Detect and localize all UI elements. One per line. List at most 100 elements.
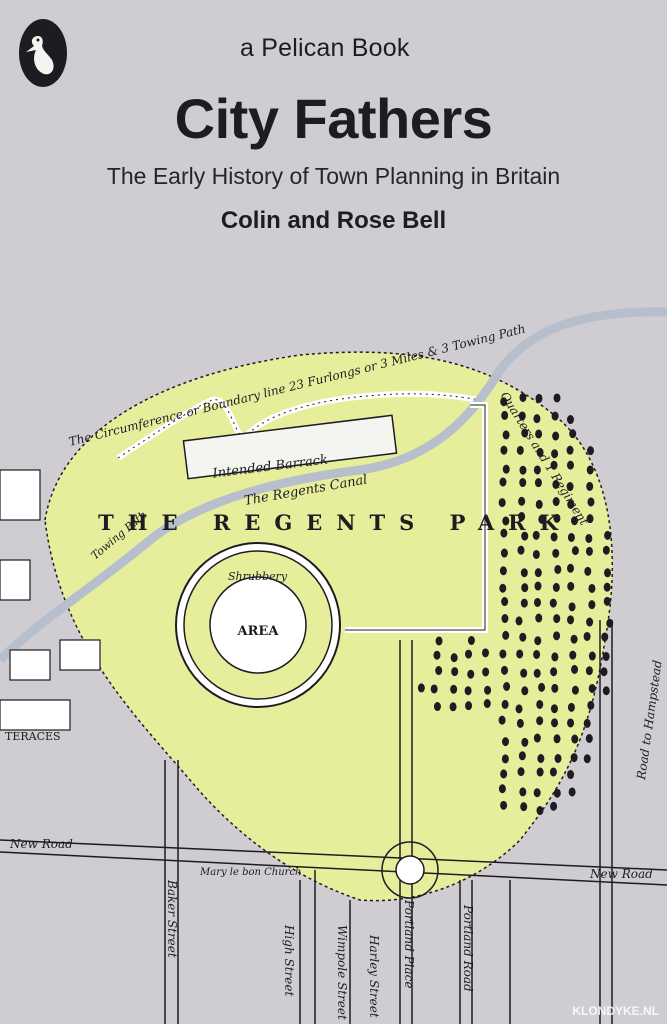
tree-mark <box>503 682 511 692</box>
tree-mark <box>585 666 593 676</box>
tree-mark <box>567 563 575 573</box>
tree-mark <box>550 532 558 542</box>
terraces-label: TERACES <box>5 730 61 743</box>
tree-mark <box>550 667 558 677</box>
tree-mark <box>521 737 529 747</box>
tree-mark <box>501 597 509 607</box>
tree-mark <box>534 581 542 591</box>
tree-mark <box>584 566 592 576</box>
tree-mark <box>536 767 544 777</box>
tree-mark <box>502 430 510 440</box>
tree-mark <box>553 631 561 641</box>
tree-mark <box>570 753 578 763</box>
tree-mark <box>515 616 523 626</box>
tree-mark <box>604 568 612 578</box>
tree-mark <box>551 449 559 459</box>
tree-mark <box>518 751 526 761</box>
tree-mark <box>571 734 579 744</box>
tree-mark <box>602 545 610 555</box>
tree-mark <box>482 667 490 677</box>
tree-mark <box>534 478 542 488</box>
tree-mark <box>553 513 561 523</box>
tree-mark <box>501 410 509 420</box>
portland-road-label: Portland Road <box>461 904 475 992</box>
tree-mark <box>535 393 543 403</box>
tree-mark <box>553 788 561 798</box>
tree-mark <box>498 498 506 508</box>
tree-mark <box>554 564 562 574</box>
tree-mark <box>532 549 540 559</box>
tree-mark <box>554 753 562 763</box>
tree-mark <box>518 511 526 521</box>
tree-mark <box>533 649 541 659</box>
hampstead-road-label: Road to Hampstead <box>634 659 665 781</box>
tree-mark <box>500 445 508 455</box>
tree-mark <box>549 767 557 777</box>
tree-mark <box>499 566 507 576</box>
tree-mark <box>567 770 575 780</box>
tree-mark <box>569 429 577 439</box>
tree-mark <box>534 568 542 578</box>
wimpole-street-label: Wimpole Street <box>335 925 349 1020</box>
tree-mark <box>601 632 609 642</box>
tree-mark <box>536 699 544 709</box>
tree-mark <box>587 446 595 456</box>
tree-mark <box>483 699 491 709</box>
high-street-label: High Street <box>282 924 296 997</box>
tree-mark <box>567 718 575 728</box>
tree-mark <box>583 754 591 764</box>
tree-mark <box>602 686 610 696</box>
tree-mark <box>552 548 560 558</box>
tree-mark <box>500 528 508 538</box>
park-crescent <box>381 841 439 899</box>
tree-mark <box>585 533 593 543</box>
tree-mark <box>551 411 559 421</box>
tree-mark <box>586 514 594 524</box>
tree-mark <box>567 615 575 625</box>
book-subtitle: The Early History of Town Planning in Br… <box>106 163 561 189</box>
tree-mark <box>552 479 560 489</box>
tree-mark <box>430 684 438 694</box>
tree-mark <box>583 718 591 728</box>
tree-mark <box>533 733 541 743</box>
tree-mark <box>450 684 458 694</box>
tree-mark <box>519 478 527 488</box>
tree-mark <box>450 653 458 663</box>
tree-mark <box>521 428 529 438</box>
new-road-label: New Road <box>9 837 73 851</box>
tree-mark <box>435 636 443 646</box>
tree-mark <box>536 806 544 816</box>
tree-mark <box>538 682 546 692</box>
new-road-right-label: New Road <box>589 867 653 881</box>
church-label: Mary le bon Church <box>199 867 302 878</box>
tree-mark <box>484 685 492 695</box>
tree-mark <box>536 716 544 726</box>
tree-mark <box>499 477 507 487</box>
tree-mark <box>566 460 574 470</box>
tree-mark <box>534 636 542 646</box>
book-title: City Fathers <box>174 87 493 150</box>
tree-mark <box>519 632 527 642</box>
tree-mark <box>533 414 541 424</box>
tree-mark <box>467 635 475 645</box>
tree-mark <box>538 514 546 524</box>
watermark: KLONDYKE.NL <box>572 1004 659 1018</box>
street-grid <box>0 620 667 1024</box>
tree-mark <box>465 701 473 711</box>
tree-mark <box>535 429 543 439</box>
woodland <box>193 392 614 816</box>
tree-mark <box>435 666 443 676</box>
tree-mark <box>533 597 541 607</box>
tree-mark <box>481 648 489 658</box>
tree-mark <box>568 787 576 797</box>
tree-mark <box>417 683 425 693</box>
regents-canal <box>0 307 667 664</box>
tree-mark <box>586 481 594 491</box>
tree-mark <box>588 651 596 661</box>
tree-mark <box>604 530 612 540</box>
tree-mark <box>516 445 524 455</box>
tree-mark <box>567 581 575 591</box>
tree-mark <box>532 530 540 540</box>
publisher-line: a Pelican Book <box>240 34 410 62</box>
